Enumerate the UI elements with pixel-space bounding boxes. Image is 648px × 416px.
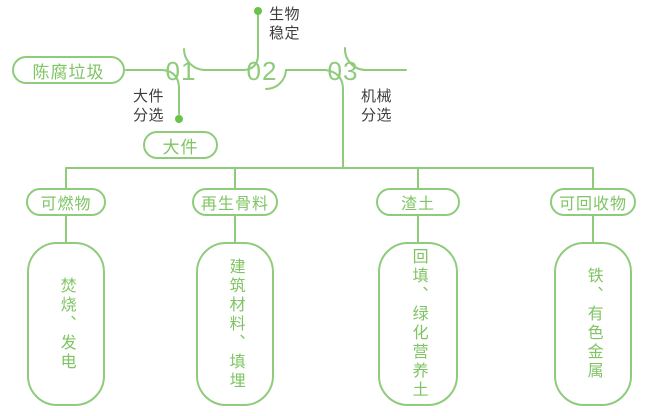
step-label-mechanical-sorting: 机械 分选 [361, 88, 393, 124]
arc-01 [183, 48, 206, 71]
step-label-bulky-sorting: 大件 分选 [133, 88, 165, 124]
step-number-02: 02 [246, 56, 278, 86]
branch-02-up [243, 14, 259, 71]
source-pill-label: 陈腐垃圾 [32, 62, 105, 82]
disposal-text: 铁、有色金属 [584, 267, 602, 381]
disposal-box-aggregate: 建筑材料、填埋 [196, 242, 274, 406]
disposal-box-slag: 回填、绿化营养土 [378, 242, 458, 406]
category-pill-recyclable: 可回收物 [550, 188, 636, 216]
bulky-output-label: 大件 [162, 137, 199, 157]
bio-branch-dot [254, 7, 262, 15]
arc-03 [343, 47, 367, 72]
category-pill-combustible: 可燃物 [26, 188, 106, 216]
disposal-box-combustible: 焚烧、发电 [27, 242, 105, 406]
branch-01-down [161, 69, 180, 115]
category-label: 渣土 [400, 196, 435, 213]
disposal-text: 回填、绿化营养土 [409, 248, 427, 400]
category-pill-aggregate: 再生骨料 [192, 188, 278, 216]
disposal-box-recyclable: 铁、有色金属 [554, 242, 632, 406]
category-pill-slag: 渣土 [376, 188, 460, 216]
step-label-bio-stabilization: 生物 稳定 [269, 6, 301, 42]
bulky-output-pill: 大件 [143, 131, 218, 159]
category-label: 可回收物 [558, 196, 627, 213]
bulky-branch-dot [175, 115, 183, 123]
step-number-03: 03 [327, 56, 359, 86]
category-label: 再生骨料 [200, 196, 269, 213]
arc-02 [265, 69, 287, 91]
disposal-text: 建筑材料、填埋 [226, 257, 244, 391]
source-pill: 陈腐垃圾 [12, 56, 125, 84]
branch-03-down [324, 69, 344, 169]
category-label: 可燃物 [40, 196, 92, 213]
step-number-01: 01 [165, 56, 197, 86]
disposal-text: 焚烧、发电 [57, 276, 75, 372]
